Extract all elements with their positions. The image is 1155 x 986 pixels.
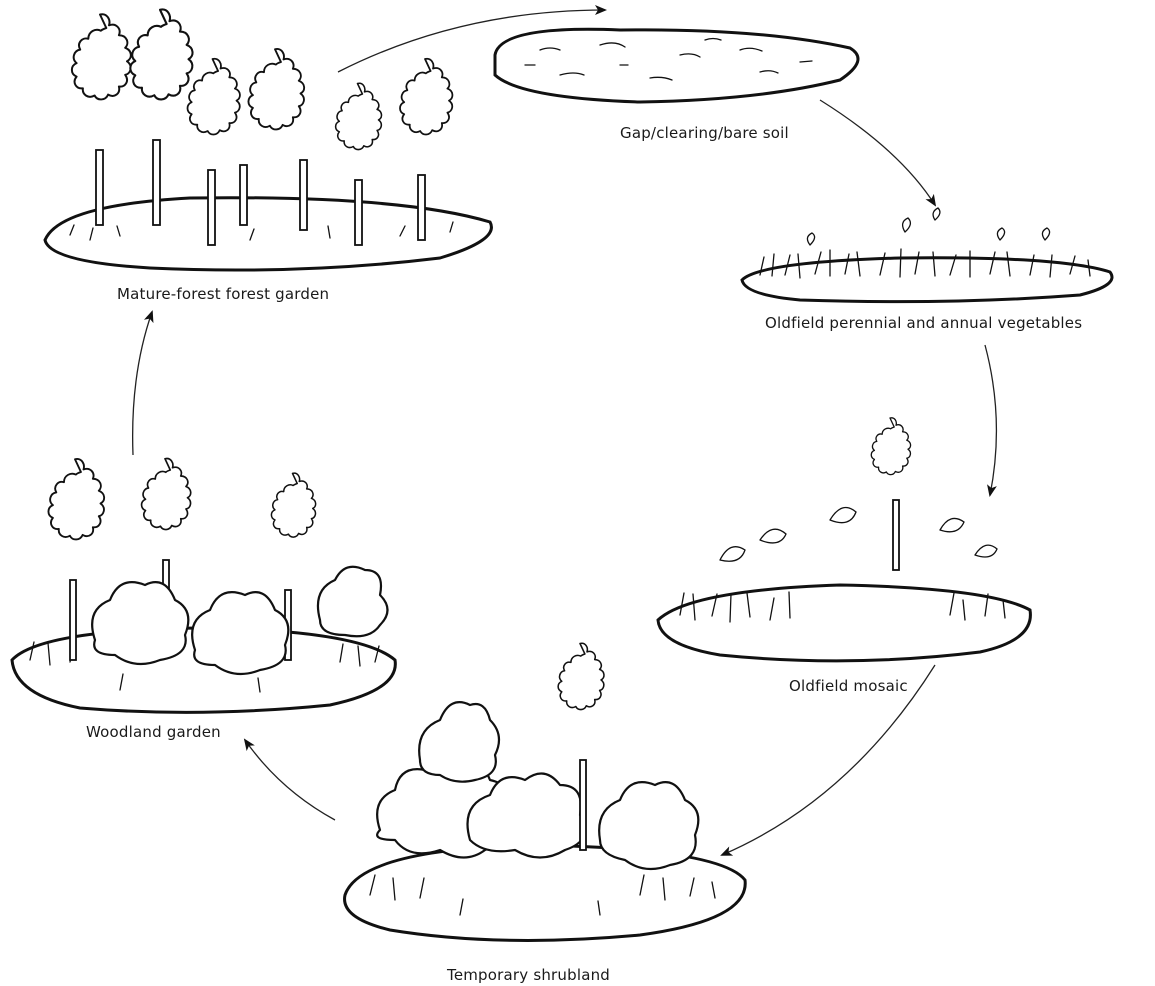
- illustration-woodland: [12, 459, 395, 713]
- label-mature-forest: Mature-forest forest garden: [117, 285, 329, 303]
- arrow-vegetables-to-mosaic: [985, 345, 996, 495]
- label-oldfield-mosaic: Oldfield mosaic: [789, 677, 908, 695]
- arrow-shrubland-to-woodland: [245, 740, 335, 820]
- cycle-arrows: [133, 10, 997, 855]
- illustration-oldfield-mosaic: [658, 418, 1030, 661]
- label-oldfield-vegetables: Oldfield perennial and annual vegetables: [765, 314, 1082, 332]
- illustration-gap: [495, 29, 858, 102]
- label-woodland: Woodland garden: [86, 723, 221, 741]
- label-gap: Gap/clearing/bare soil: [620, 124, 789, 142]
- arrow-gap-to-vegetables: [820, 100, 935, 205]
- label-shrubland: Temporary shrubland: [446, 966, 610, 984]
- illustration-shrubland: [345, 643, 746, 940]
- illustration-mature-forest: [45, 9, 491, 270]
- arrow-woodland-to-forest: [133, 312, 152, 455]
- illustration-oldfield-vegetables: [742, 208, 1112, 302]
